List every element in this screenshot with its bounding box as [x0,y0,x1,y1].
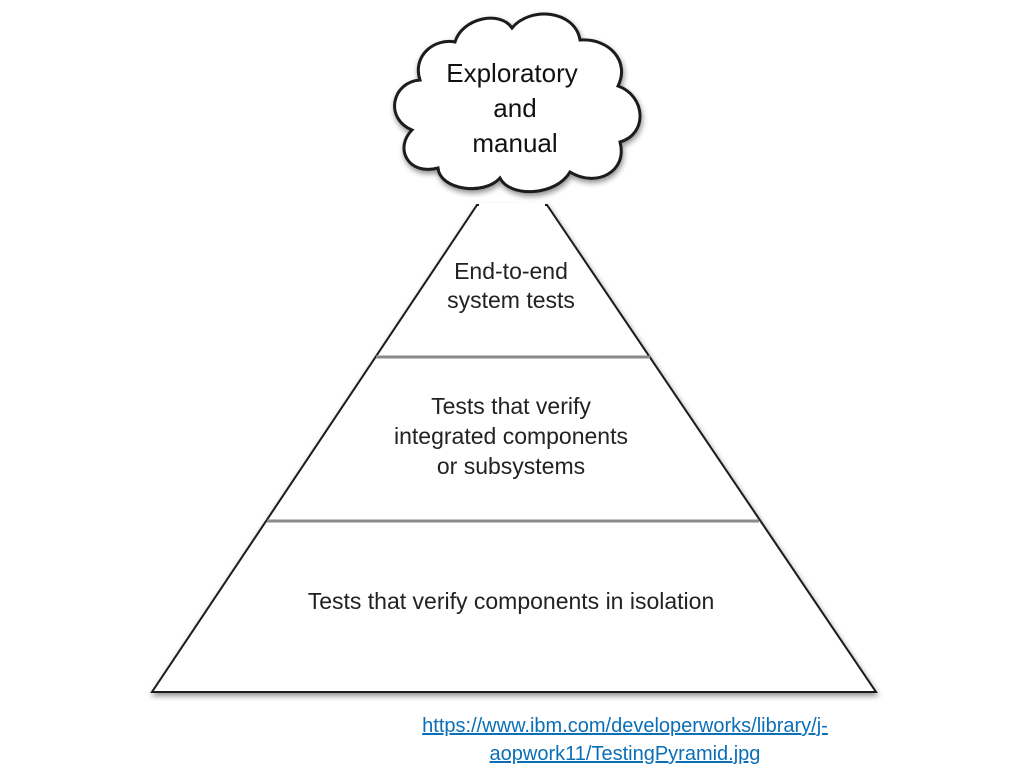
cloud-shape [393,12,642,193]
cloud-label-line-1: Exploratory [446,58,578,88]
pyramid-tier-unit: Tests that verify components in isolatio… [308,588,715,614]
pyramid-tier-integration: Tests that verify integrated components … [394,393,628,479]
pyramid-tier-end-to-end: End-to-end system tests [447,258,575,313]
tier-middle-line-2: integrated components [394,423,628,449]
source-link-line-1: https://www.ibm.com/developerworks/libra… [422,715,828,737]
source-link[interactable]: https://www.ibm.com/developerworks/libra… [360,712,890,768]
tier-middle-line-3: or subsystems [437,453,585,479]
tier-bottom-line-1: Tests that verify components in isolatio… [308,588,715,614]
tier-top-line-1: End-to-end [454,258,568,284]
tier-middle-line-1: Tests that verify [431,393,591,419]
exploratory-cloud: Exploratory and manual [393,12,642,193]
source-link-line-2: aopwork11/TestingPyramid.jpg [489,743,761,765]
cloud-label-line-3: manual [472,128,557,158]
tier-top-line-2: system tests [447,287,575,313]
testing-pyramid: End-to-end system tests Tests that verif… [150,203,878,693]
cloud-label-line-2: and [493,93,536,123]
